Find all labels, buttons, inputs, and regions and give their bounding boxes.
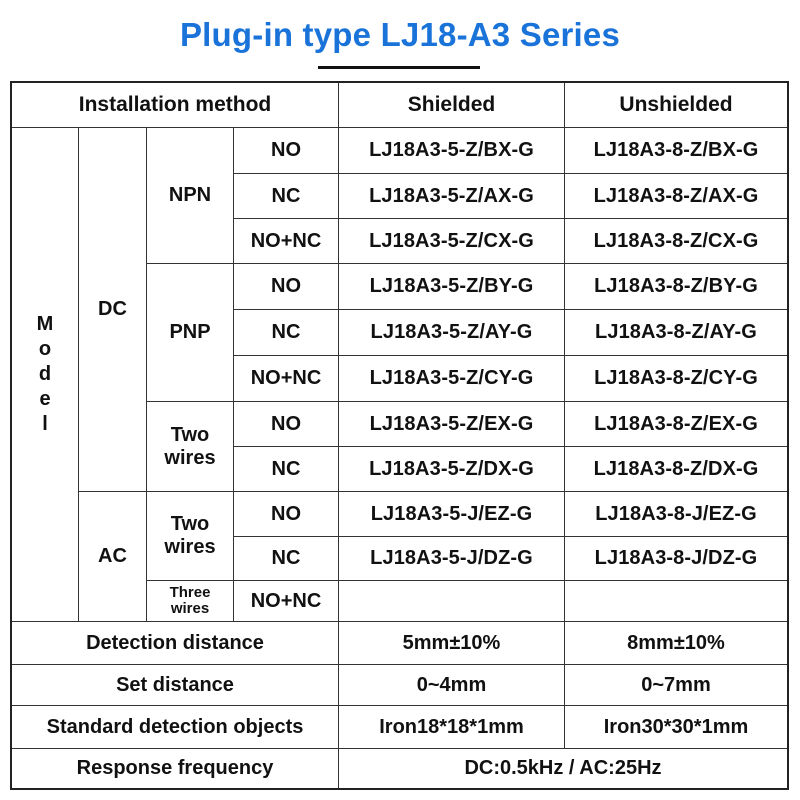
subgroup-pnp: PNP <box>147 264 234 402</box>
line: wires <box>164 536 216 558</box>
header-unshielded: Unshielded <box>565 83 787 128</box>
shielded-model: LJ18A3-5-Z/EX-G <box>339 402 565 447</box>
model-letter: d <box>38 363 52 385</box>
spec-label-standard-detection-objects: Standard detection objects <box>12 706 339 749</box>
spec-value-unshielded: 0~7mm <box>565 665 787 706</box>
unshielded-model: LJ18A3-8-J/EZ-G <box>565 492 787 537</box>
shielded-model: LJ18A3-5-Z/DX-G <box>339 447 565 492</box>
model-letter: e <box>39 388 51 410</box>
spec-value-shielded: 5mm±10% <box>339 622 565 665</box>
shielded-model: LJ18A3-5-Z/AY-G <box>339 310 565 356</box>
output-type: NO <box>234 402 339 447</box>
line: Two <box>170 513 210 535</box>
spec-label-response-frequency: Response frequency <box>12 749 339 788</box>
header-shielded: Shielded <box>339 83 565 128</box>
unshielded-model: LJ18A3-8-J/DZ-G <box>565 537 787 581</box>
shielded-model: LJ18A3-5-Z/BX-G <box>339 128 565 174</box>
unshielded-model: LJ18A3-8-Z/CX-G <box>565 219 787 264</box>
output-type: NO+NC <box>234 581 339 622</box>
shielded-model: LJ18A3-5-Z/CX-G <box>339 219 565 264</box>
model-letter: M <box>36 313 54 335</box>
line: wires <box>164 446 216 469</box>
shielded-model: LJ18A3-5-Z/CY-G <box>339 356 565 402</box>
output-type: NO+NC <box>234 356 339 402</box>
spec-table: Installation method Shielded Unshielded … <box>10 81 789 790</box>
spec-value-unshielded: 8mm±10% <box>565 622 787 665</box>
output-type: NO+NC <box>234 219 339 264</box>
shielded-model: LJ18A3-5-J/DZ-G <box>339 537 565 581</box>
unshielded-model: LJ18A3-8-Z/BY-G <box>565 264 787 310</box>
spec-label-set-distance: Set distance <box>12 665 339 706</box>
spec-label-detection-distance: Detection distance <box>12 622 339 665</box>
shielded-model: LJ18A3-5-Z/AX-G <box>339 174 565 219</box>
spec-value-shielded: 0~4mm <box>339 665 565 706</box>
unshielded-model: LJ18A3-8-Z/CY-G <box>565 356 787 402</box>
unshielded-model: LJ18A3-8-Z/EX-G <box>565 402 787 447</box>
spec-value-response-frequency: DC:0.5kHz / AC:25Hz <box>464 757 662 779</box>
unshielded-model: LJ18A3-8-Z/AX-G <box>565 174 787 219</box>
header-installation-method: Installation method <box>12 83 339 128</box>
unshielded-model: LJ18A3-8-Z/DX-G <box>565 447 787 492</box>
group-dc: DC <box>79 128 147 492</box>
line: Two <box>170 423 210 446</box>
model-letter: o <box>38 338 52 360</box>
unshielded-model: LJ18A3-8-Z/BX-G <box>565 128 787 174</box>
unshielded-model <box>565 581 787 622</box>
output-type: NO <box>234 128 339 174</box>
line: wires <box>170 600 210 617</box>
spec-value-unshielded: Iron30*30*1mm <box>565 706 787 749</box>
output-type: NO <box>234 492 339 537</box>
group-ac: AC <box>79 492 147 622</box>
shielded-model <box>339 581 565 622</box>
model-letter: l <box>42 413 48 435</box>
output-type: NC <box>234 310 339 356</box>
shielded-model: LJ18A3-5-J/EZ-G <box>339 492 565 537</box>
page-title: Plug-in type LJ18-A3 Series <box>179 16 621 53</box>
line: Three <box>169 584 211 602</box>
title-underline <box>318 66 480 69</box>
spec-value-shielded: Iron18*18*1mm <box>339 706 565 749</box>
output-type: NO <box>234 264 339 310</box>
model-label: M o d e l <box>12 128 79 622</box>
output-type: NC <box>234 537 339 581</box>
shielded-model: LJ18A3-5-Z/BY-G <box>339 264 565 310</box>
output-type: NC <box>234 174 339 219</box>
output-type: NC <box>234 447 339 492</box>
unshielded-model: LJ18A3-8-Z/AY-G <box>565 310 787 356</box>
subgroup-npn: NPN <box>147 128 234 264</box>
